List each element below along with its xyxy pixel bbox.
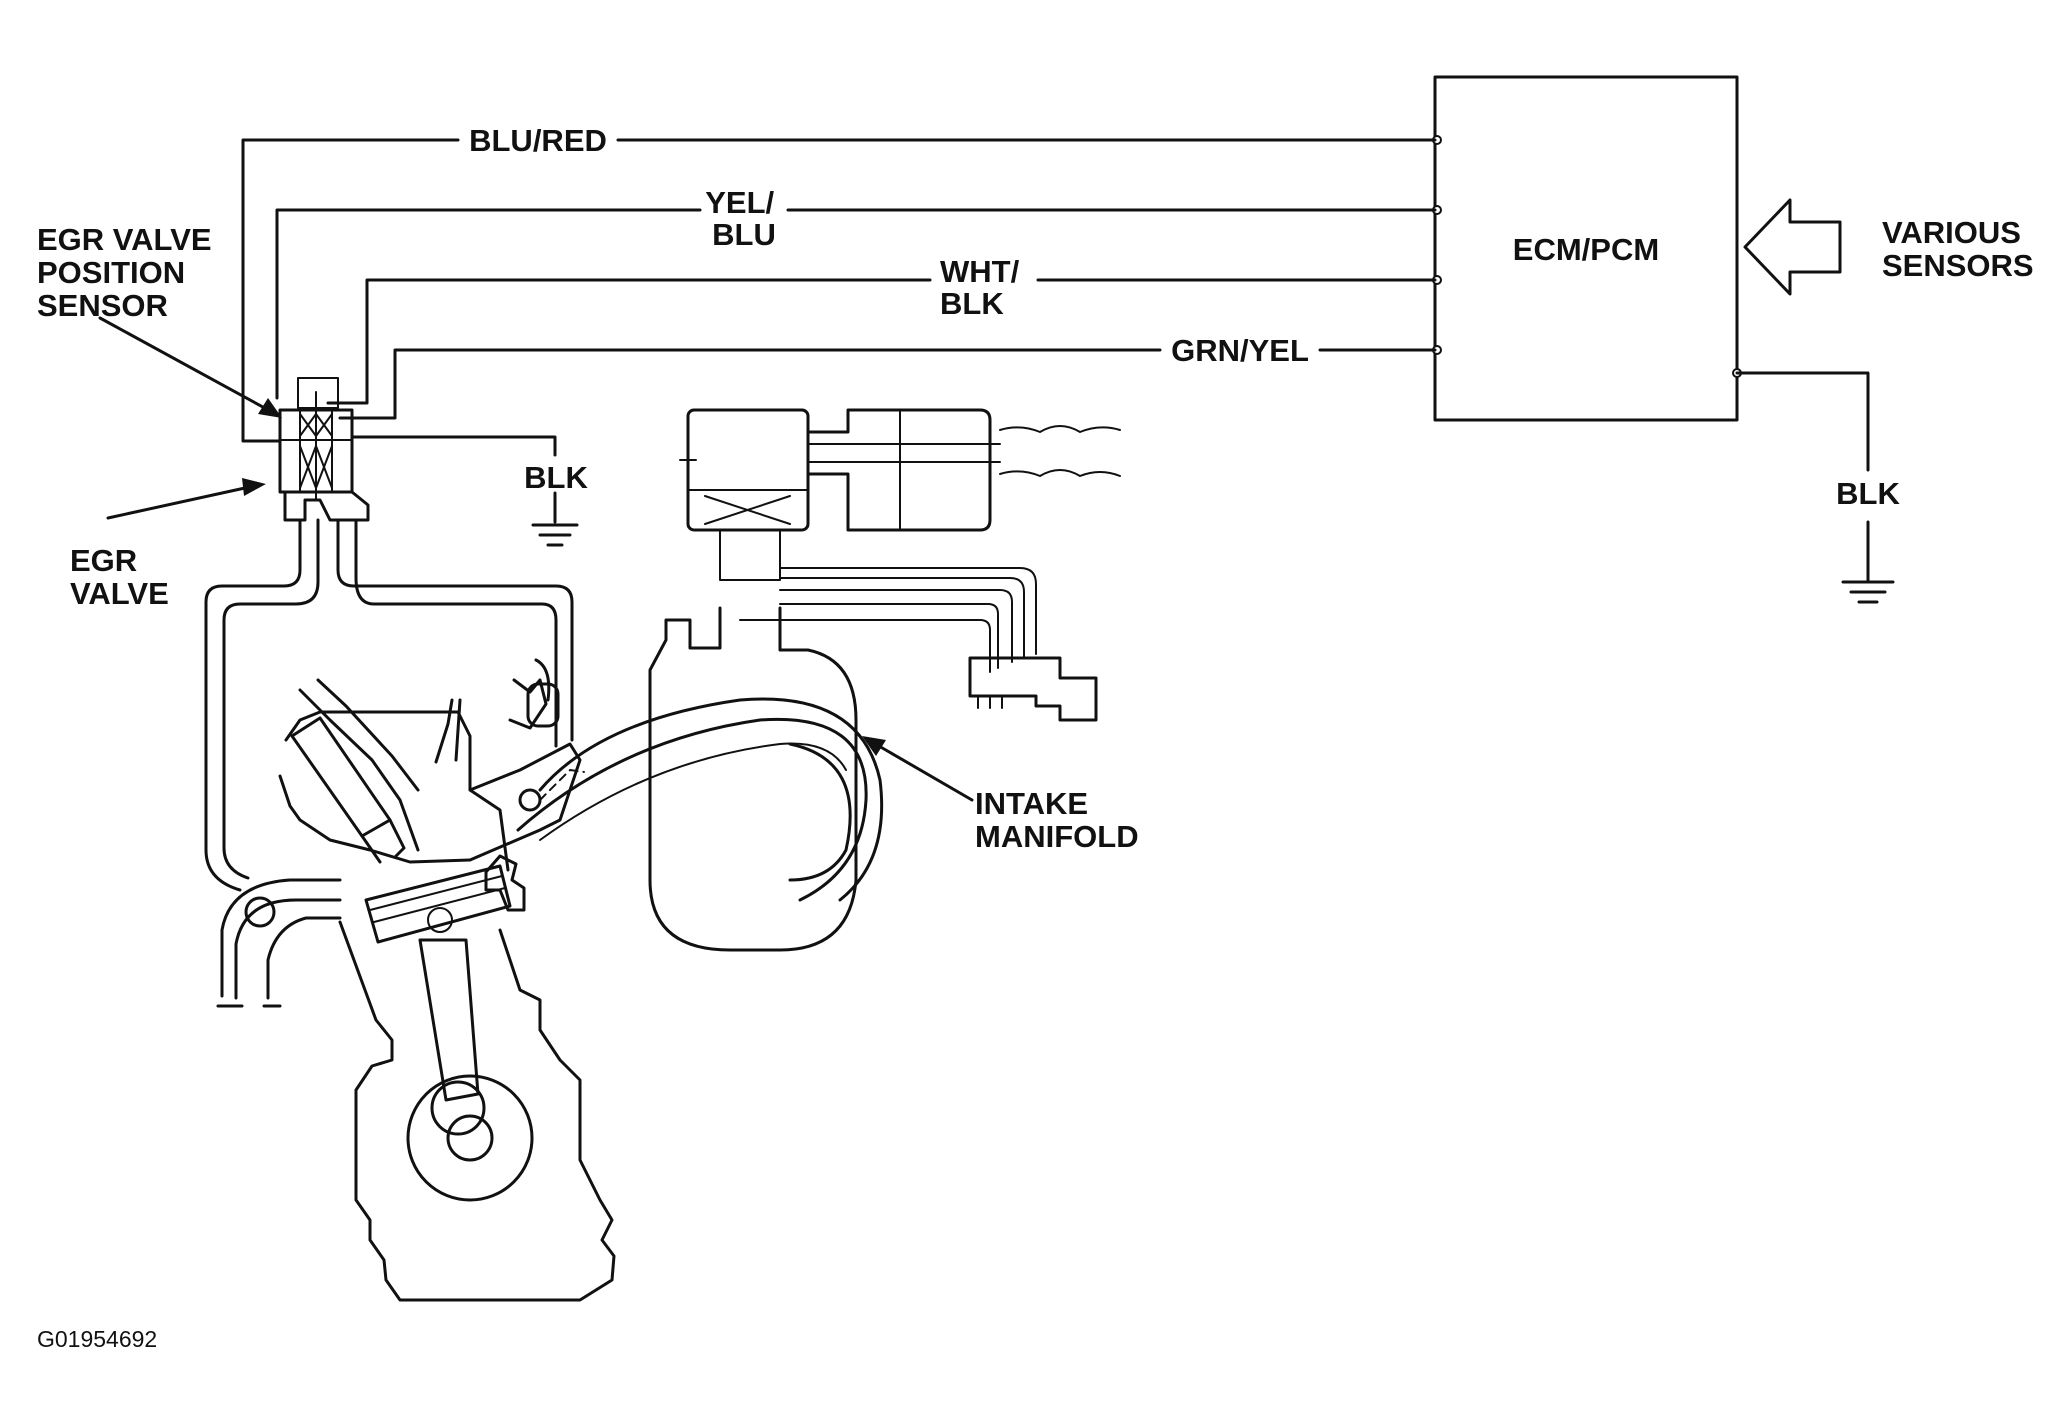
piston [364,864,512,944]
engine-block [338,920,616,1302]
ecm-ground [1735,371,1895,604]
wire-blu-red-label: BLU/RED [469,123,607,158]
egr-passage [204,518,574,892]
egr-valve-label: EGR VALVE [70,543,169,611]
egr-valve-position-sensor-label: EGR VALVE POSITION SENSOR [37,222,220,323]
egr-ground [350,435,579,547]
various-sensors-arrow [1743,198,1842,296]
wire-blu-red [241,138,1437,443]
connector-block [968,656,1098,722]
engine-cylinder-head [278,658,560,872]
egr-ground-wire-label: BLK [524,460,588,495]
intake-manifold-label: INTAKE MANIFOLD [975,786,1139,854]
figure-id: G01954692 [37,1326,157,1352]
ecm-pcm-label: ECM/PCM [1513,232,1659,267]
wire-grn-yel [338,348,1437,420]
spark-plug [484,854,526,912]
vacuum-hoses [739,567,1037,673]
egr-valve-pointer [106,478,266,520]
intake-manifold [516,606,884,952]
wire-yel-blu [275,208,1437,400]
exhaust-port [216,878,342,1008]
throttle-body [679,408,1121,581]
intake-manifold-pointer [862,736,974,802]
fuel-injector [290,716,406,864]
wire-yel-blu-label: YEL/ BLU [705,185,783,252]
ecm-ground-wire-label: BLK [1836,476,1900,511]
intake-port [468,742,585,862]
various-sensors-label: VARIOUS SENSORS [1882,215,2034,283]
connecting-rod [418,938,486,1136]
ecm-pcm-module: ECM/PCM [1432,75,1742,422]
wire-wht-blk-label: WHT/ BLK [940,254,1028,321]
egr-sensor-pointer [98,316,282,418]
wire-grn-yel-label: GRN/YEL [1171,333,1309,368]
wire-wht-blk [326,278,1437,405]
egr-valve-assembly [278,377,370,522]
